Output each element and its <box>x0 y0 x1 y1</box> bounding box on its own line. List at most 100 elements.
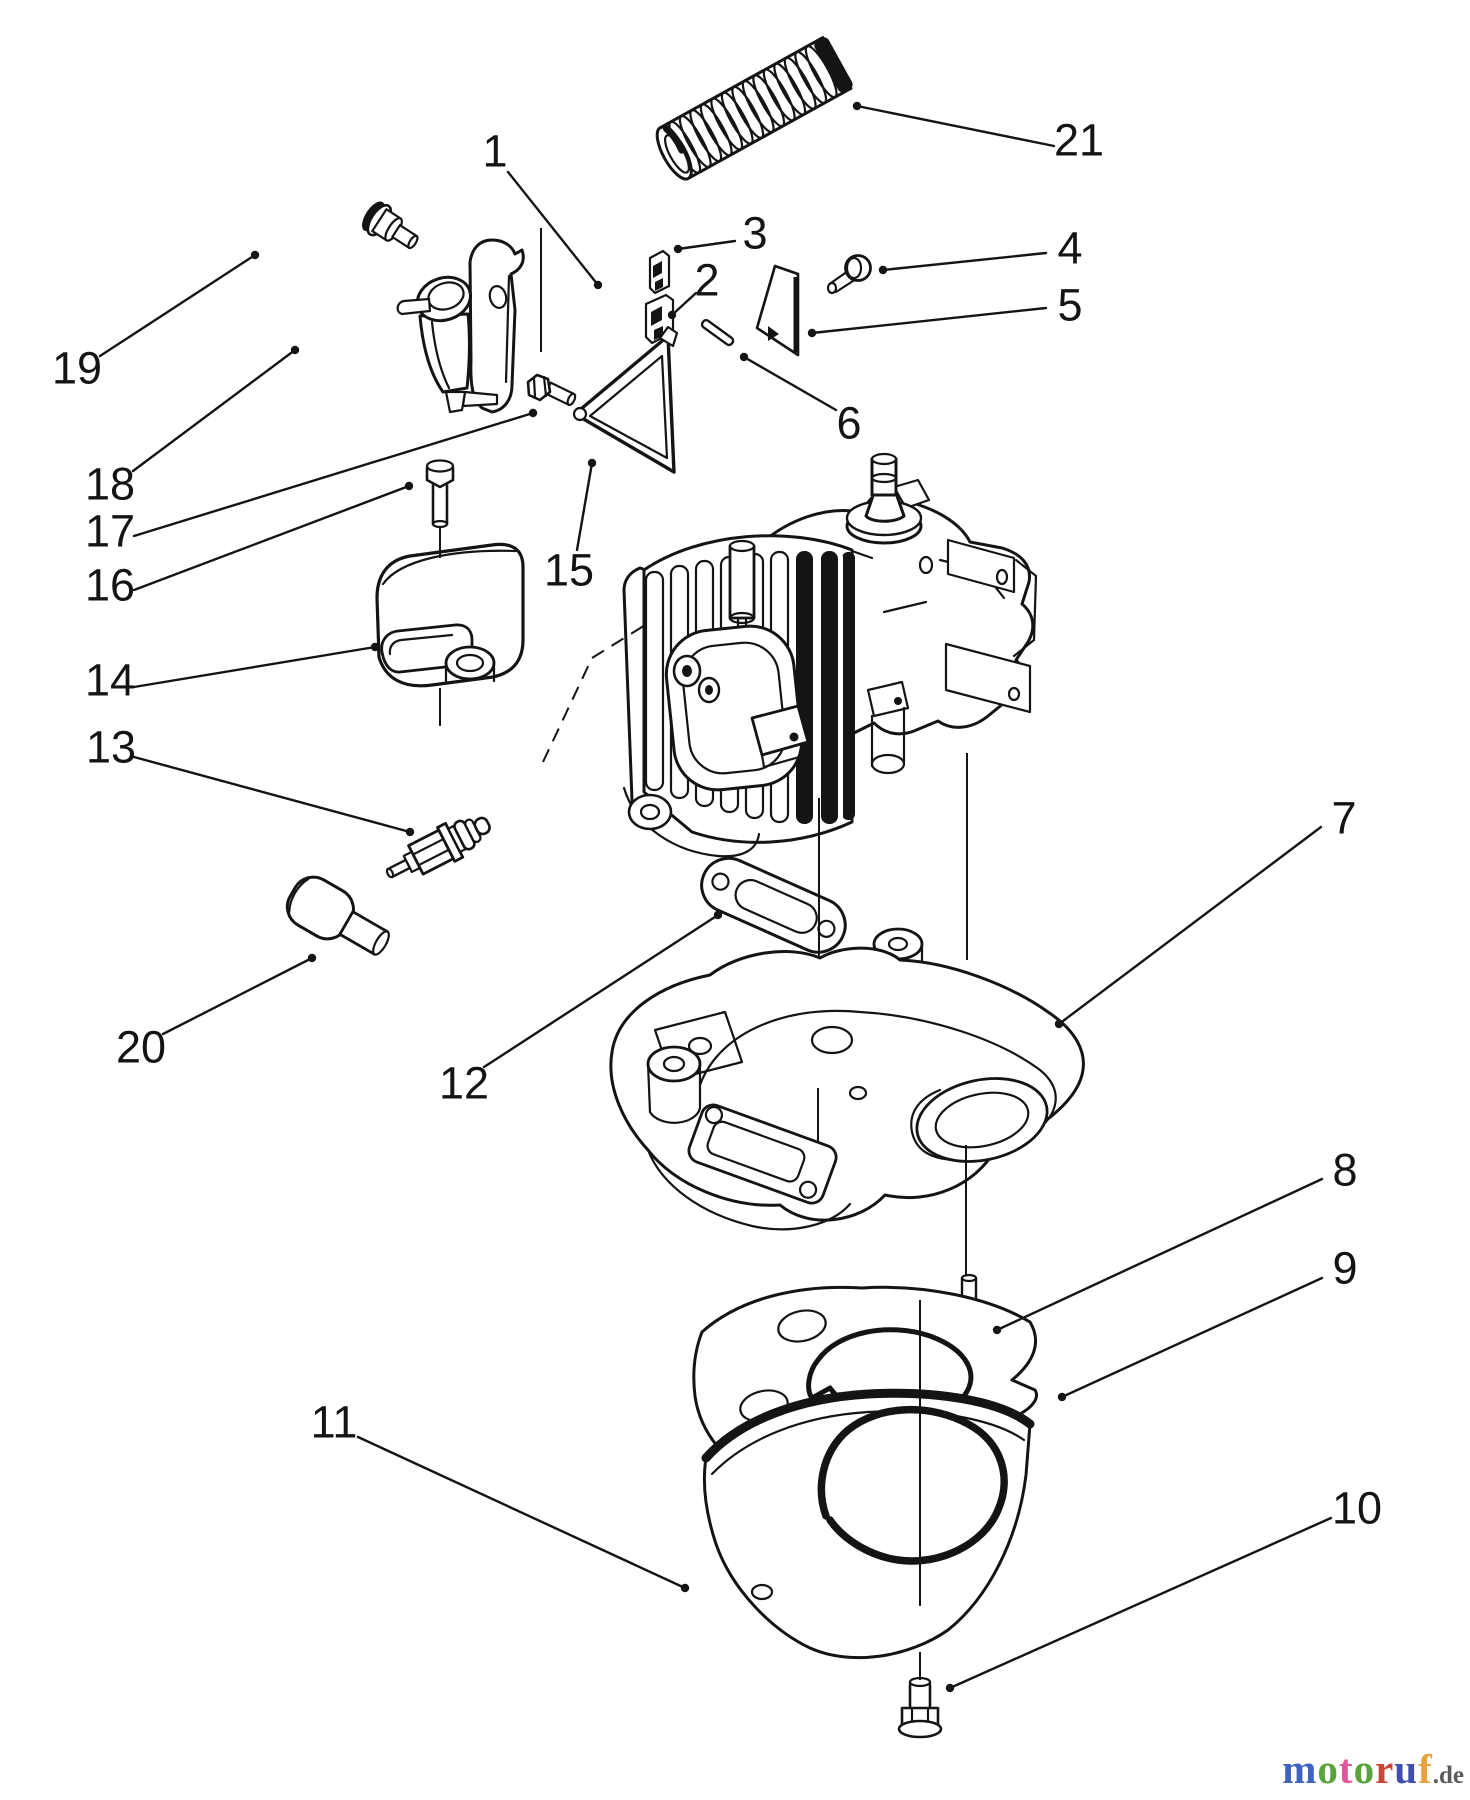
leader-dot-19 <box>250 250 260 260</box>
leader-line-7 <box>1057 825 1323 1026</box>
callout-number-1: 1 <box>482 126 507 177</box>
leader-line-15 <box>575 461 594 552</box>
leader-line-9 <box>1060 1276 1324 1399</box>
leader-dot-18 <box>290 345 300 355</box>
centerline-dashed <box>591 621 651 659</box>
watermark-letter: o <box>1353 1746 1376 1792</box>
flange-bolt <box>897 1676 943 1739</box>
mounting-bracket <box>572 325 679 474</box>
callout-number-5: 5 <box>1057 280 1082 331</box>
leader-dot-1 <box>593 280 603 290</box>
leader-line-4 <box>881 251 1048 272</box>
callout-number-7: 7 <box>1331 793 1356 844</box>
primer-body <box>396 275 499 414</box>
leader-line-11 <box>356 1435 687 1590</box>
leader-line-13 <box>132 755 412 834</box>
head-stud <box>728 539 756 625</box>
callout-number-6: 6 <box>836 398 861 449</box>
leader-line-10 <box>948 1516 1333 1690</box>
leader-line-19 <box>98 253 257 358</box>
control-bracket-plate <box>468 238 525 414</box>
leader-dot-2 <box>667 310 677 320</box>
leader-line-21 <box>855 104 1056 148</box>
leader-line-8 <box>995 1177 1324 1332</box>
crankshaft-stub <box>845 452 923 545</box>
callout-number-21: 21 <box>1054 115 1104 166</box>
watermark-letter: r <box>1375 1746 1395 1792</box>
leader-dot-16 <box>404 481 414 491</box>
leader-line-17 <box>132 411 535 538</box>
pan-head-screw <box>826 254 872 295</box>
spark-plug-boot <box>285 875 390 956</box>
guide-lines <box>439 228 968 1680</box>
leader-dot-20 <box>307 953 317 963</box>
leader-dot-5 <box>807 328 817 338</box>
leader-line-6 <box>742 355 838 412</box>
leader-dot-8 <box>992 1325 1002 1335</box>
callout-number-9: 9 <box>1332 1243 1357 1294</box>
corrugated-tube <box>655 36 853 181</box>
watermark-letter: u <box>1394 1746 1419 1792</box>
left-boss <box>646 1045 702 1124</box>
centerline-dashed <box>542 657 593 763</box>
watermark-logo: motoruf.de <box>1120 1746 1464 1799</box>
watermark-letter: t <box>1338 1746 1354 1792</box>
exhaust-gasket <box>700 856 847 954</box>
leader-line-20 <box>161 956 314 1036</box>
spark-plug <box>385 816 491 879</box>
callout-number-11: 11 <box>311 1397 358 1448</box>
leader-line-3 <box>676 239 737 251</box>
callout-number-3: 3 <box>742 208 767 259</box>
leader-dot-6 <box>739 352 749 362</box>
callout-number-19: 19 <box>52 343 102 394</box>
leader-dot-14 <box>370 642 380 652</box>
leader-dot-7 <box>1054 1019 1064 1029</box>
callout-number-16: 16 <box>85 560 135 611</box>
coil-screw <box>425 459 455 529</box>
leader-line-14 <box>132 645 377 689</box>
leader-dot-9 <box>1057 1392 1067 1402</box>
muffler-body <box>701 1388 1035 1660</box>
leader-dot-12 <box>713 910 723 920</box>
callout-number-12: 12 <box>439 1058 489 1109</box>
parts-artwork <box>285 36 1085 1739</box>
exhaust-flange <box>687 1103 838 1205</box>
cylinder-front-cover <box>664 624 804 792</box>
leader-line-18 <box>131 348 297 473</box>
callout-number-10: 10 <box>1332 1483 1382 1534</box>
leader-dot-21 <box>852 101 862 111</box>
leader-dot-3 <box>673 244 683 254</box>
hex-bolt <box>526 373 577 407</box>
engine-bosses <box>622 654 910 858</box>
callout-number-8: 8 <box>1332 1145 1357 1196</box>
callout-number-2: 2 <box>694 255 719 306</box>
callout-number-17: 17 <box>85 506 135 557</box>
leader-line-16 <box>132 484 411 592</box>
watermark-domain-suffix: .de <box>1432 1762 1464 1789</box>
watermark-letter: f <box>1418 1746 1433 1792</box>
callout-number-18: 18 <box>85 459 135 510</box>
callout-number-4: 4 <box>1057 223 1082 274</box>
spacer-plate <box>755 264 800 357</box>
retainer-clip-upper <box>648 249 671 295</box>
callout-number-15: 15 <box>544 545 594 596</box>
leader-line-5 <box>810 306 1048 335</box>
watermark-brand-text: motoruf <box>1282 1746 1432 1792</box>
engine-assembly <box>622 452 1038 858</box>
shoulder-screw <box>362 201 419 250</box>
callout-number-13: 13 <box>86 722 136 773</box>
leader-dot-11 <box>680 1583 690 1593</box>
leader-dot-10 <box>945 1683 955 1693</box>
leader-line-1 <box>506 170 600 287</box>
callout-number-20: 20 <box>116 1022 166 1073</box>
leader-line-12 <box>482 913 720 1069</box>
ignition-coil <box>375 542 525 688</box>
pin <box>700 318 735 347</box>
leader-dot-15 <box>587 458 597 468</box>
leader-dot-4 <box>878 265 888 275</box>
watermark-letter: m <box>1282 1746 1318 1792</box>
leader-dot-13 <box>405 827 415 837</box>
